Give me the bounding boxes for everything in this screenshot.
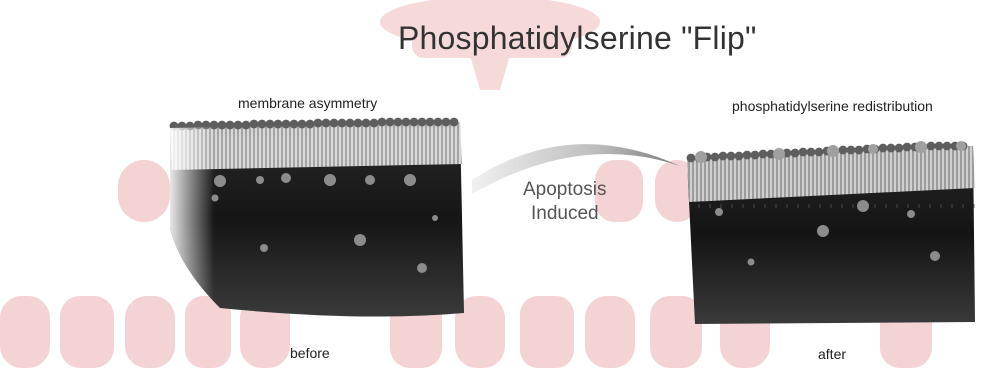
membrane-before — [160, 108, 470, 328]
left-panel-bottom-label: before — [290, 345, 330, 361]
membrane-after — [683, 114, 983, 334]
transition-label-line2: Induced — [523, 202, 643, 226]
right-panel-top-label: phosphatidylserine redistribution — [732, 98, 933, 114]
transition-label-line1: Apoptosis — [523, 178, 643, 202]
diagram-title: Phosphatidylserine "Flip" — [398, 20, 757, 57]
transition-label: Apoptosis Induced — [523, 178, 643, 226]
right-panel-bottom-label: after — [818, 346, 846, 362]
